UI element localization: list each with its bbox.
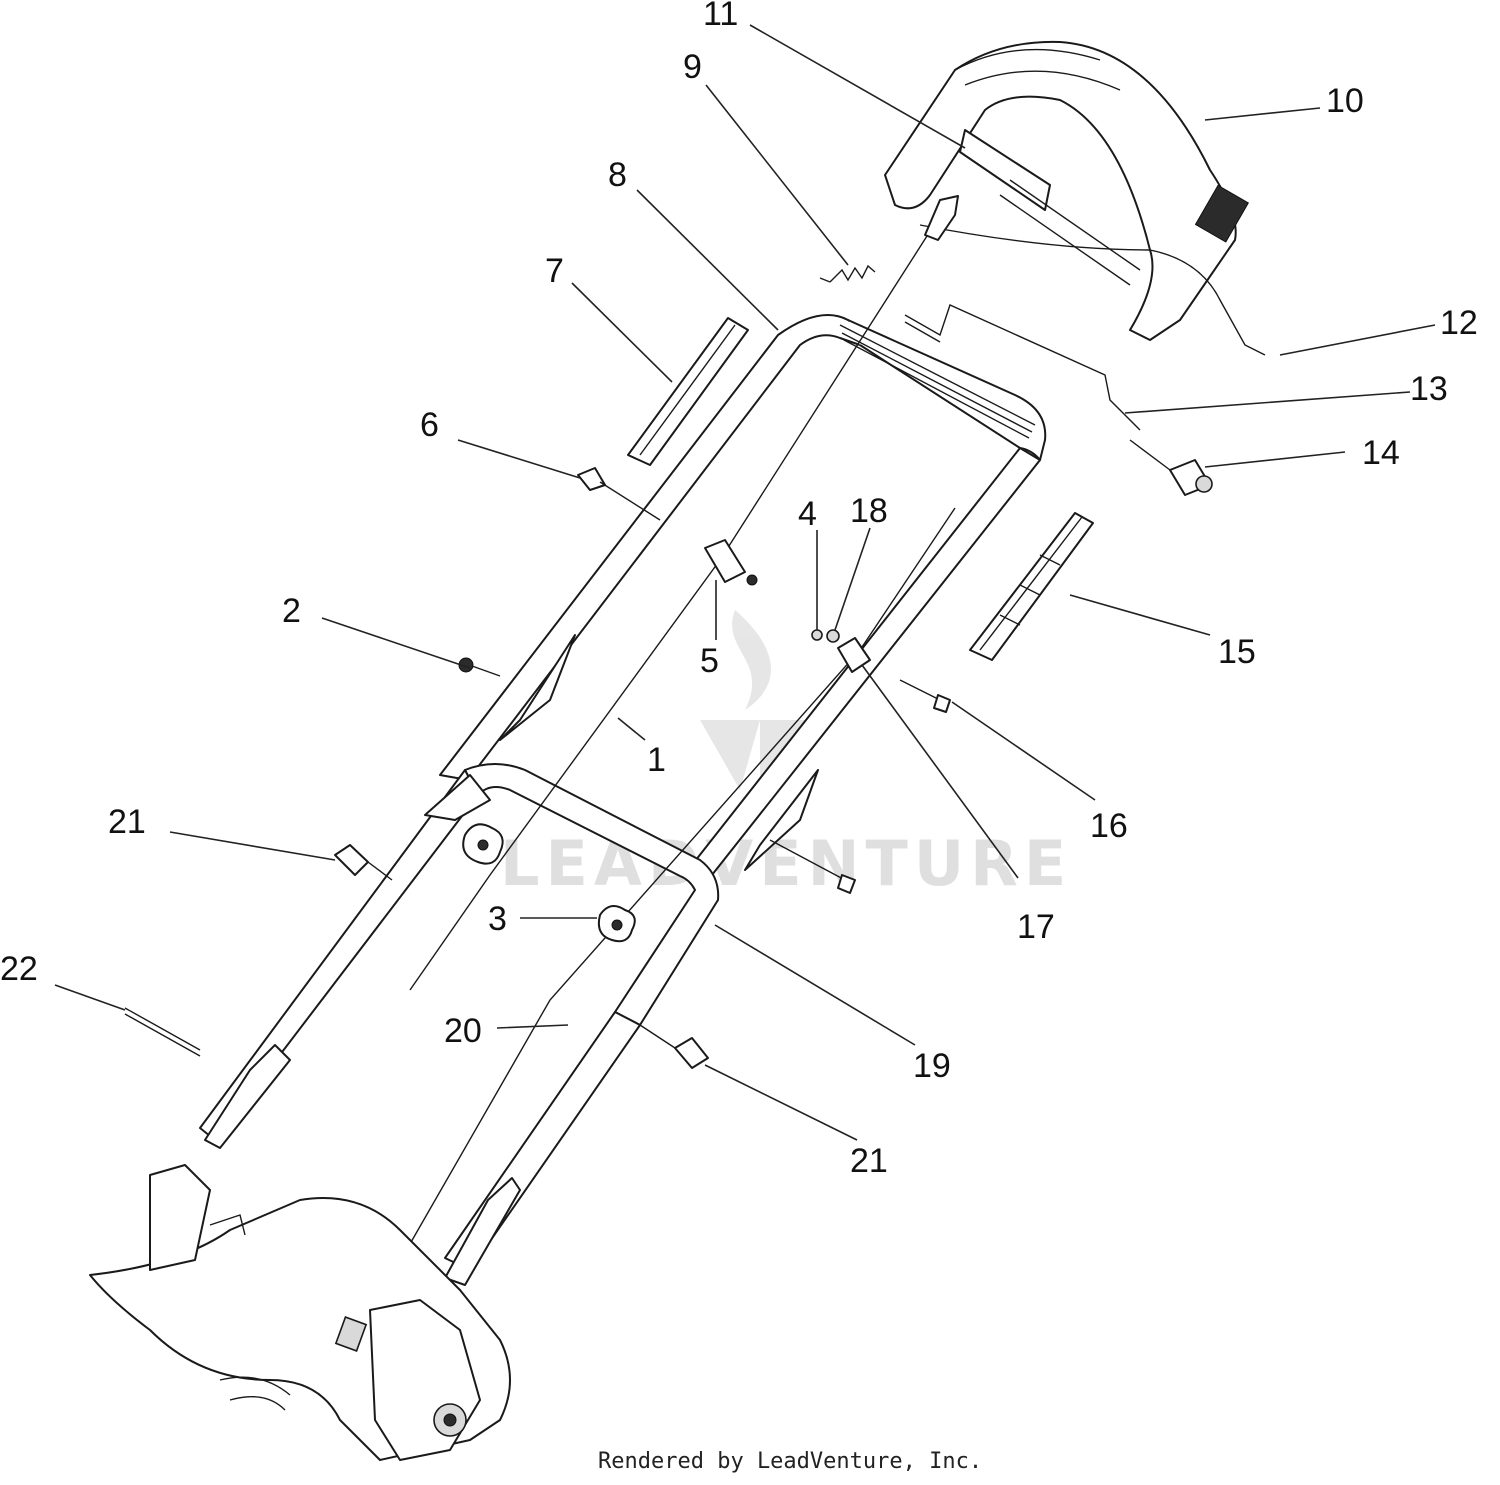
callout-4: 4 xyxy=(798,495,817,533)
leader-lines xyxy=(54,24,1436,1141)
callout-1: 1 xyxy=(647,741,666,779)
callout-12: 12 xyxy=(1440,304,1478,342)
callout-labels: 1 2 3 4 5 6 7 8 9 10 11 12 13 14 15 16 1… xyxy=(0,0,1478,1180)
callout-11: 11 xyxy=(703,0,738,33)
callout-21-right: 21 xyxy=(850,1142,888,1180)
callout-15: 15 xyxy=(1218,633,1256,671)
callout-22: 22 xyxy=(0,950,38,988)
callout-18: 18 xyxy=(850,492,888,530)
callout-14: 14 xyxy=(1362,434,1400,472)
handle-assembly-illustration xyxy=(89,40,1266,1461)
callout-20: 20 xyxy=(444,1012,482,1050)
callout-3: 3 xyxy=(488,900,507,938)
callout-8: 8 xyxy=(608,156,627,194)
callout-10: 10 xyxy=(1326,82,1364,120)
callout-9: 9 xyxy=(683,48,702,86)
callout-13: 13 xyxy=(1410,370,1448,408)
callout-7: 7 xyxy=(545,252,564,290)
callout-19: 19 xyxy=(913,1047,951,1085)
callout-17: 17 xyxy=(1017,908,1055,946)
callout-2: 2 xyxy=(282,592,301,630)
callout-16: 16 xyxy=(1090,807,1128,845)
callout-21-left: 21 xyxy=(108,803,146,841)
render-credit: Rendered by LeadVenture, Inc. xyxy=(598,1449,982,1474)
callout-5: 5 xyxy=(700,642,719,680)
watermark-text: LEADVENTURE xyxy=(500,827,1072,900)
callout-6: 6 xyxy=(420,406,439,444)
